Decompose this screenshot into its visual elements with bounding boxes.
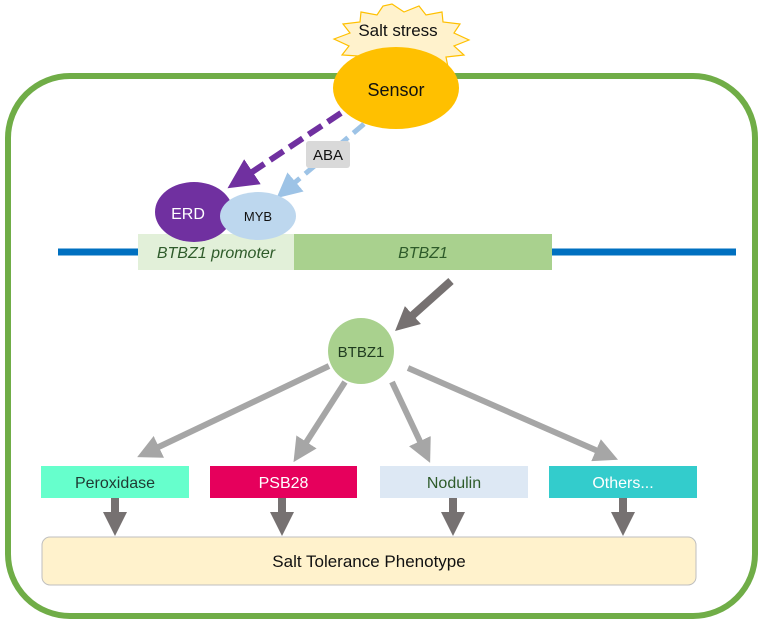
target-box-peroxidase [41, 466, 189, 498]
aba-box [306, 141, 350, 168]
salt-stress-label: Salt stress [358, 21, 437, 40]
protein-to-others-arrow [406, 365, 618, 462]
target-box-others [549, 466, 697, 498]
promoter-label: BTBZ1 promoter [157, 245, 276, 262]
gene-label: BTBZ1 [398, 245, 448, 262]
sensor-ellipse [333, 47, 459, 129]
gene-box [294, 234, 552, 270]
target-genes-group: Peroxidase PSB28 Nodulin Others... [41, 466, 697, 498]
target-label-others: Others... [592, 475, 653, 492]
target-to-phenotype-arrows [103, 498, 635, 536]
phenotype-box [41, 536, 697, 586]
phenotype-label: Salt Tolerance Phenotype [272, 552, 465, 571]
sensor-label: Sensor [367, 80, 424, 100]
erd-label: ERD [171, 206, 205, 223]
protein-to-peroxidase-arrow [137, 363, 331, 458]
target-box-psb28 [210, 466, 357, 498]
erd-ellipse [155, 182, 233, 242]
promoter-box [138, 234, 294, 270]
target-label-psb28: PSB28 [259, 475, 309, 492]
gene-to-protein-arrow [395, 278, 454, 331]
protein-to-psb28-arrow [293, 380, 348, 463]
target-box-nodulin [380, 466, 528, 498]
target-label-peroxidase: Peroxidase [75, 475, 155, 492]
myb-label: MYB [244, 209, 272, 224]
protein-to-nodulin-arrow [389, 380, 431, 463]
sensor-to-erd-arrow [227, 110, 343, 189]
aba-label: ABA [313, 147, 343, 164]
target-label-nodulin: Nodulin [427, 475, 481, 492]
myb-ellipse [220, 192, 296, 240]
btbz1-protein-label: BTBZ1 [338, 344, 385, 361]
btbz1-protein-circle [328, 318, 394, 384]
